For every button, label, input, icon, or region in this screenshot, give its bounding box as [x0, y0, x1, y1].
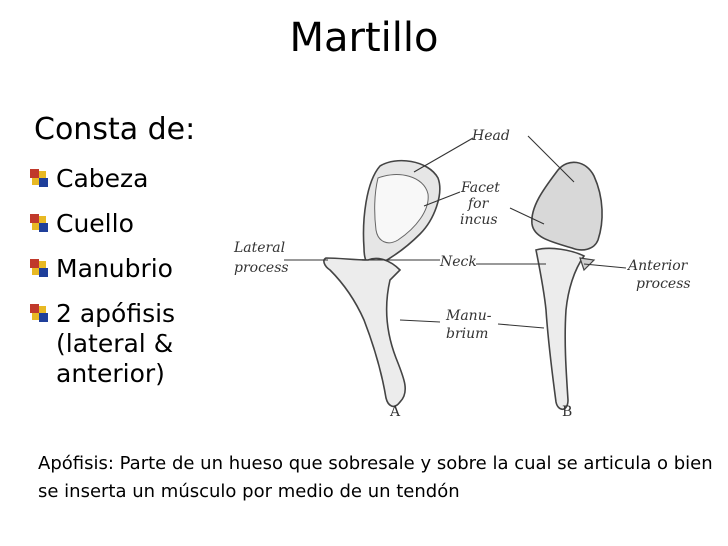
label-view-a: A	[389, 404, 401, 420]
bullet-icon	[30, 214, 48, 232]
label-lateral-2: process	[234, 260, 289, 276]
definition-footnote: Apófisis: Parte de un hueso que sobresal…	[38, 453, 713, 502]
label-facet-2: for	[467, 196, 490, 212]
label-neck: Neck	[439, 254, 477, 270]
slide-subtitle: Consta de:	[34, 112, 196, 147]
bullet-text: Cuello	[56, 209, 134, 238]
malleus-view-b	[531, 161, 603, 411]
leader-lines	[284, 135, 627, 329]
bullet-list: Cabeza Cuello Manubrio 2 apófisis (later…	[30, 164, 230, 404]
label-anterior-2: process	[636, 276, 691, 292]
label-anterior-1: Anterior	[626, 258, 689, 274]
bullet-text: Cabeza	[56, 164, 149, 193]
label-facet-3: incus	[460, 212, 498, 228]
label-manubrium-2: brium	[446, 326, 488, 342]
bullet-item-apofisis: 2 apófisis (lateral & anterior)	[30, 299, 230, 389]
bullet-item-manubrio: Manubrio	[30, 254, 230, 284]
label-facet-1: Facet	[460, 180, 500, 196]
slide-title: Martillo	[289, 15, 439, 61]
bullet-text: Manubrio	[56, 254, 173, 283]
label-view-b: B	[562, 404, 572, 420]
label-lateral-1: Lateral	[233, 240, 285, 256]
bullet-icon	[30, 304, 48, 322]
label-head: Head	[471, 128, 510, 144]
bullet-item-cabeza: Cabeza	[30, 164, 230, 194]
bullet-icon	[30, 259, 48, 277]
bullet-icon	[30, 169, 48, 187]
bullet-text: 2 apófisis (lateral & anterior)	[56, 299, 176, 388]
bullet-item-cuello: Cuello	[30, 209, 230, 239]
malleus-illustration: Head Facet for incus Lateral process Nec…	[233, 128, 691, 420]
malleus-view-a	[323, 159, 441, 408]
label-manubrium-1: Manu-	[445, 308, 492, 324]
